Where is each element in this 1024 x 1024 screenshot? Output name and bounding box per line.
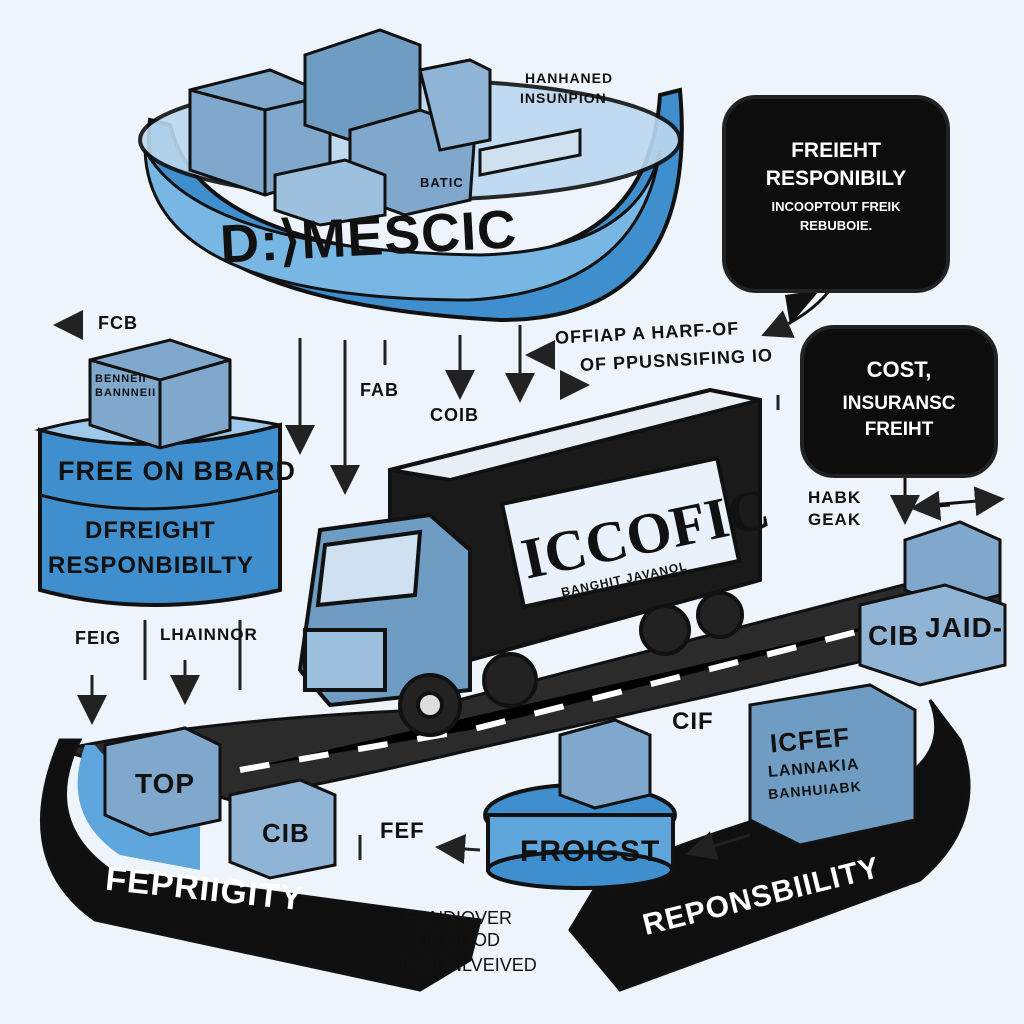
freight-bubble-line2: RESPONIBILY: [765, 167, 907, 190]
right-boxes: [858, 520, 1007, 687]
domestic-note-line1: HANHANED: [525, 70, 614, 86]
habk-line2: GEAK: [808, 510, 862, 529]
lhainnor-label: LHAINNOR: [160, 625, 258, 644]
freight-bubble-line4: REBUBOIE.: [799, 218, 873, 233]
fef-label: FEF: [380, 818, 425, 843]
fob-line1: FREE ON BBARD: [58, 456, 297, 486]
truck: [297, 387, 762, 737]
domestic-box-label: BATIC: [420, 175, 464, 190]
domestic-boxes: [188, 28, 582, 227]
bottom-left-boxes: [103, 726, 337, 880]
right-jaid-label: JAID-: [925, 612, 1004, 643]
freight-bubble-line3: INCOOPTOUT FREIK: [771, 199, 901, 214]
fob-box-label: BENNEII BANNNEII: [95, 373, 157, 399]
cost-insurance-freight-bubble: COST, INSURANSC FREIHT: [800, 325, 998, 478]
fob-line2: DFREIGHT: [85, 517, 216, 544]
cif-label: CIF: [672, 708, 714, 735]
handover-line3: IINSONLVEIVED: [400, 955, 537, 975]
feig-label: FEIG: [75, 628, 122, 648]
bottom-right-box: [748, 683, 917, 847]
top-box-label: TOP: [135, 768, 196, 799]
fob-arrow-label: FCB: [98, 313, 138, 333]
fob-line3: RESPONBIBILTY: [48, 552, 254, 579]
fab-label: FAB: [360, 380, 399, 400]
handover-line2: OF GOOD: [415, 930, 500, 950]
right-cib-label: CIB: [868, 620, 920, 651]
fob-box: [88, 338, 232, 450]
freight-responsibility-bubble: FREIEHT RESPONIBILY INCOOPTOUT FREIK REB…: [722, 95, 950, 293]
cif-bubble-line3: FREIHT: [864, 419, 934, 440]
cif-bubble-line1: COST,: [866, 357, 932, 382]
handover-line1: HANDIOVER: [405, 908, 513, 928]
coib-label: COIB: [430, 405, 479, 425]
flow-arrows: [53, 310, 780, 864]
cif-bubble-line2: INSURANSC: [842, 393, 956, 414]
froigst-label: FROIGST: [520, 835, 661, 868]
freight-bubble-line1: FREIEHT: [791, 139, 881, 162]
domestic-note-line2: INSUNPION: [520, 90, 607, 106]
habk-line1: HABK: [808, 488, 862, 507]
froigst-platform: [483, 718, 677, 890]
cib-box-label: CIB: [262, 818, 310, 848]
